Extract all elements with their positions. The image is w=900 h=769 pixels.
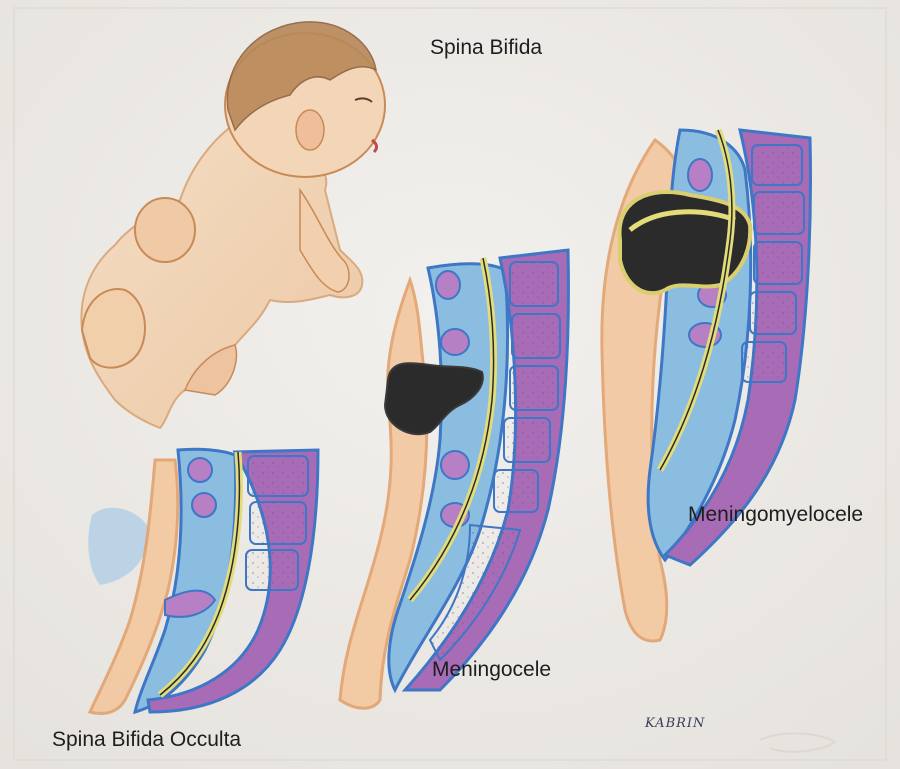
embossed-mark: Arc (805, 685, 864, 720)
mmc-vertebra-4 (750, 292, 796, 334)
meningocele-label: Meningocele (432, 658, 551, 682)
occulta-vertebra-2 (250, 502, 306, 544)
occulta-spinous-1 (188, 458, 212, 482)
meningocele-vertebra-2 (512, 314, 560, 358)
occulta-vertebra-3 (246, 550, 298, 590)
meningocele-vertebra-4 (504, 418, 550, 462)
mmc-vertebra-1 (752, 145, 802, 185)
meningocele-vertebra-1 (510, 262, 558, 306)
occulta-label: Spina Bifida Occulta (52, 728, 241, 752)
mmc-vertebra-3 (754, 242, 802, 284)
baby-ear (296, 110, 324, 150)
occulta-vertebra-1 (248, 456, 308, 496)
meningocele-spinous-3 (441, 451, 469, 479)
title-label: Spina Bifida (430, 36, 542, 60)
meningocele-vertebra-5 (494, 470, 538, 512)
mmc-vertebra-2 (754, 192, 804, 234)
meningomyelocele-label: Meningomyelocele (688, 503, 863, 527)
meningocele-spinous-2 (441, 329, 469, 355)
artist-signature: KABRIN (645, 716, 705, 731)
mmc-spinous-process-1 (688, 159, 712, 191)
meningocele-spinous-1 (436, 271, 460, 299)
mmc-vertebra-5 (742, 342, 786, 382)
spina-bifida-sac-on-back (135, 198, 195, 262)
meningocele-vertebra-3 (510, 366, 558, 410)
occulta-spinous-2 (192, 493, 216, 517)
